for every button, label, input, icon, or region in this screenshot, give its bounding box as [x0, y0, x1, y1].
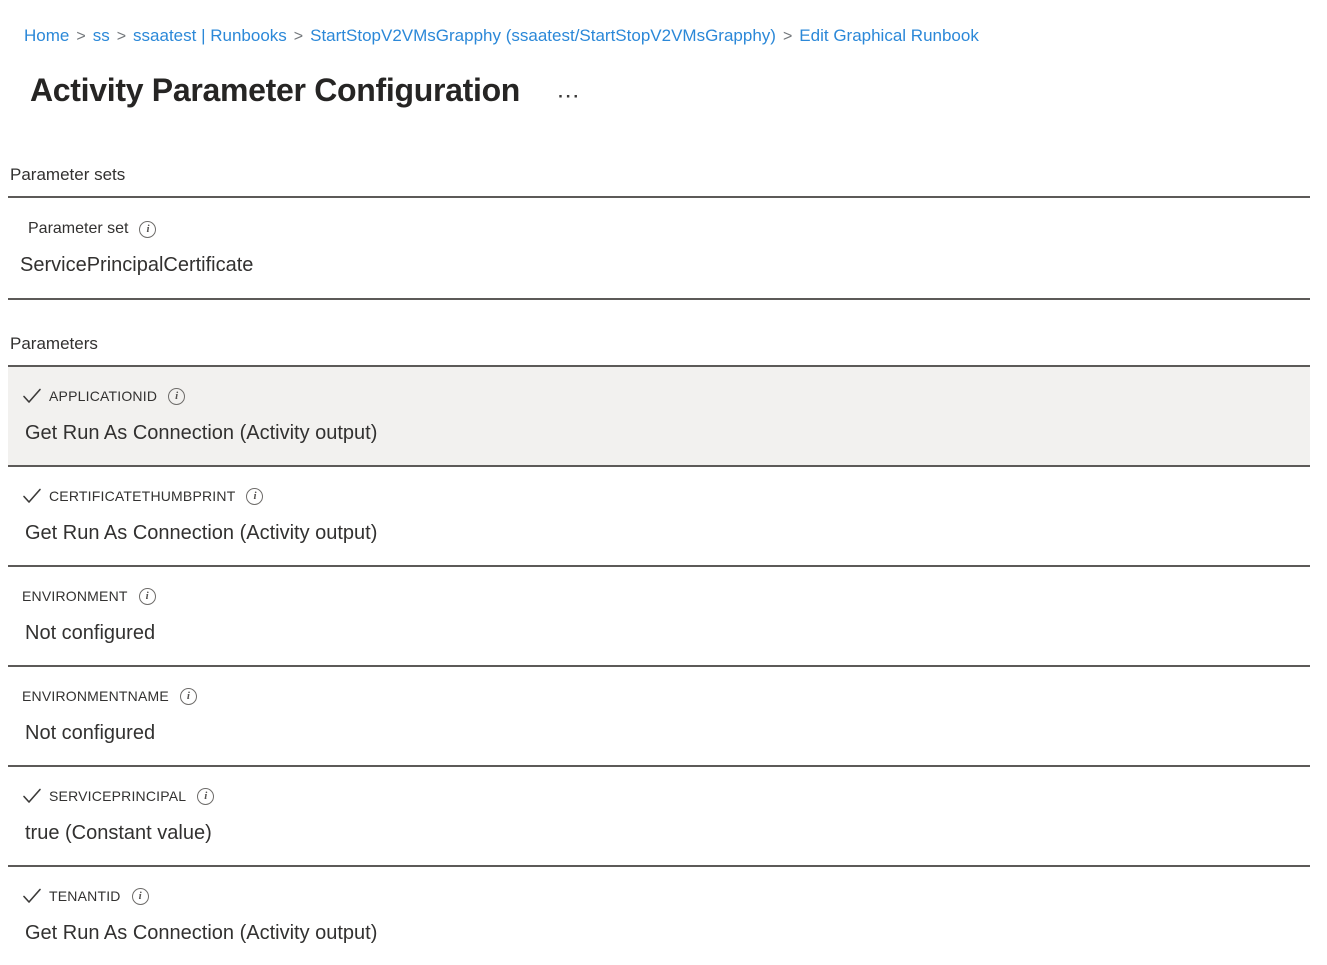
check-icon	[22, 787, 42, 805]
parameter-value: Not configured	[25, 622, 156, 644]
parameter-label-row: ENVIRONMENTNAME i	[22, 687, 1310, 705]
parameter-value: Not configured	[25, 722, 156, 744]
parameter-row[interactable]: ENVIRONMENT i Not configured	[8, 567, 1310, 667]
breadcrumb-separator: >	[782, 28, 793, 45]
info-icon[interactable]: i	[139, 220, 157, 238]
parameter-set-value: ServicePrincipalCertificate	[20, 254, 254, 276]
breadcrumb-link[interactable]: ss	[92, 26, 110, 45]
parameter-name: APPLICATIONID	[49, 388, 158, 404]
parameter-value: Get Run As Connection (Activity output)	[25, 522, 378, 544]
breadcrumb-link[interactable]: StartStopV2VMsGrapphy (ssaatest/StartSto…	[310, 26, 776, 45]
info-icon[interactable]: i	[197, 787, 215, 805]
parameter-row[interactable]: SERVICEPRINCIPAL i true (Constant value)	[8, 767, 1310, 867]
info-icon[interactable]: i	[131, 887, 149, 905]
check-icon	[22, 487, 42, 505]
parameter-label-row: CERTIFICATETHUMBPRINT i	[22, 487, 1310, 505]
parameter-label-row: APPLICATIONID i	[22, 387, 1310, 405]
breadcrumb-link[interactable]: Home	[24, 26, 70, 45]
parameter-set-label-row: Parameter set i	[28, 219, 1310, 239]
parameter-label-row: SERVICEPRINCIPAL i	[22, 787, 1310, 805]
title-row: Activity Parameter Configuration ···	[30, 72, 1327, 108]
breadcrumb-link[interactable]: ssaatest | Runbooks	[133, 26, 287, 45]
parameter-label-row: TENANTID i	[22, 887, 1310, 905]
parameter-row[interactable]: ENVIRONMENTNAME i Not configured	[8, 667, 1310, 767]
parameter-name: TENANTID	[49, 888, 121, 904]
info-icon[interactable]: i	[138, 587, 156, 605]
page-title: Activity Parameter Configuration	[30, 72, 521, 108]
parameter-name: CERTIFICATETHUMBPRINT	[49, 488, 236, 504]
breadcrumb-separator: >	[293, 28, 304, 45]
parameter-name: ENVIRONMENTNAME	[22, 688, 169, 704]
parameter-sets-section-header: Parameter sets	[10, 165, 126, 184]
info-icon[interactable]: i	[246, 487, 264, 505]
check-icon	[22, 387, 42, 405]
parameter-row[interactable]: TENANTID i Get Run As Connection (Activi…	[8, 867, 1310, 965]
more-options-button[interactable]: ···	[558, 87, 582, 106]
breadcrumb-link[interactable]: Edit Graphical Runbook	[799, 26, 979, 45]
parameter-row[interactable]: CERTIFICATETHUMBPRINT i Get Run As Conne…	[8, 467, 1310, 567]
parameter-value: true (Constant value)	[25, 822, 212, 844]
blade-content: Parameter sets Parameter set i ServicePr…	[8, 164, 1310, 965]
parameter-set-label: Parameter set	[28, 220, 129, 237]
parameter-set-panel[interactable]: Parameter set i ServicePrincipalCertific…	[8, 196, 1310, 300]
parameter-name: ENVIRONMENT	[22, 588, 128, 604]
parameter-row[interactable]: APPLICATIONID i Get Run As Connection (A…	[8, 367, 1310, 467]
parameter-value: Get Run As Connection (Activity output)	[25, 922, 378, 944]
parameters-section-header: Parameters	[10, 334, 98, 353]
info-icon[interactable]: i	[168, 387, 186, 405]
parameter-name: SERVICEPRINCIPAL	[49, 788, 187, 804]
parameter-label-row: ENVIRONMENT i	[22, 587, 1310, 605]
check-icon	[22, 887, 42, 905]
info-icon[interactable]: i	[179, 687, 197, 705]
breadcrumb: Home > ss > ssaatest | Runbooks > StartStopV2V…	[0, 0, 1327, 48]
breadcrumb-separator: >	[76, 28, 86, 45]
parameter-rows: APPLICATIONID i Get Run As Connection (A…	[8, 365, 1310, 965]
parameter-value: Get Run As Connection (Activity output)	[25, 422, 378, 444]
breadcrumb-separator: >	[116, 28, 127, 45]
